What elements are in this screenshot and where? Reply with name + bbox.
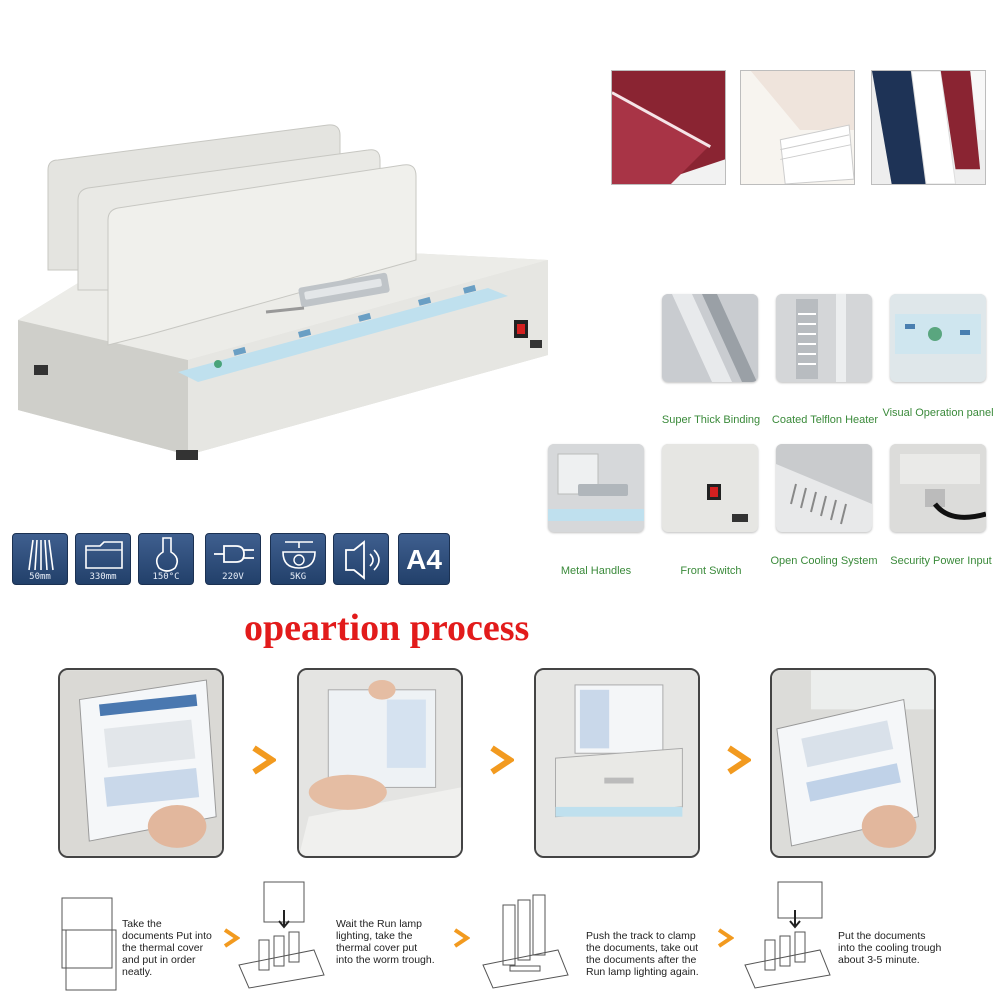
spec-caption: 5KG bbox=[289, 572, 307, 582]
feature-label: Front Switch bbox=[680, 565, 742, 577]
weight-scale-icon: 5KG bbox=[270, 533, 326, 585]
step-1-text: Take the documents Put into the thermal … bbox=[122, 918, 212, 978]
arrow-right-icon bbox=[725, 745, 751, 775]
binding-machine-photo bbox=[8, 110, 568, 490]
paper-width-icon: 330mm bbox=[75, 533, 131, 585]
step-4-photo bbox=[770, 668, 936, 858]
step-2-photo bbox=[297, 668, 463, 858]
feature-label: Security Power Input bbox=[890, 555, 992, 567]
feature-label: Visual Operation panel bbox=[882, 407, 994, 419]
step-2-text: Wait the Run lamp lighting, take the the… bbox=[336, 918, 435, 966]
operation-panel-feature-photo bbox=[890, 294, 986, 382]
step-4-diagram bbox=[740, 880, 838, 990]
feature-label: Super Thick Binding bbox=[661, 414, 761, 426]
arrow-right-icon bbox=[716, 928, 734, 948]
arrow-right-icon bbox=[488, 745, 514, 775]
step-3-text: Push the track to clamp the documents, t… bbox=[586, 930, 699, 978]
spec-caption: 330mm bbox=[89, 572, 117, 582]
spec-caption: 50mm bbox=[29, 572, 51, 582]
thick-binding-feature-photo bbox=[662, 294, 758, 382]
metal-handles-feature-photo bbox=[548, 444, 644, 532]
step-2-diagram bbox=[234, 880, 332, 990]
arrow-right-icon bbox=[222, 928, 240, 948]
arrow-right-icon bbox=[452, 928, 470, 948]
binding-thickness-icon: 50mm bbox=[12, 533, 68, 585]
step-1-photo bbox=[58, 668, 224, 858]
speaker-icon bbox=[333, 533, 389, 585]
arrow-right-icon bbox=[250, 745, 276, 775]
front-switch-feature-photo bbox=[662, 444, 758, 532]
teflon-heater-feature-photo bbox=[776, 294, 872, 382]
step-3-photo bbox=[534, 668, 700, 858]
step-4-text: Put the documents into the cooling troug… bbox=[838, 930, 942, 966]
feature-label: Metal Handles bbox=[560, 565, 632, 577]
blue-cover-sample bbox=[871, 70, 986, 185]
feature-label: Coated Telflon Heater bbox=[771, 414, 879, 426]
spec-caption: 150°C bbox=[152, 572, 180, 582]
process-title: opeartion process bbox=[244, 607, 530, 649]
power-plug-icon: 220V bbox=[205, 533, 261, 585]
feature-label: Open Cooling System bbox=[770, 555, 878, 567]
thermometer-icon: 150°C bbox=[138, 533, 194, 585]
cooling-system-feature-photo bbox=[776, 444, 872, 532]
a4-paper-icon: A4 bbox=[398, 533, 450, 585]
spec-caption: 220V bbox=[222, 572, 244, 582]
step-3-diagram bbox=[478, 880, 576, 990]
step-1-diagram bbox=[58, 890, 156, 1000]
red-cover-sample bbox=[611, 70, 726, 185]
power-input-feature-photo bbox=[890, 444, 986, 532]
clear-cover-sample bbox=[740, 70, 855, 185]
